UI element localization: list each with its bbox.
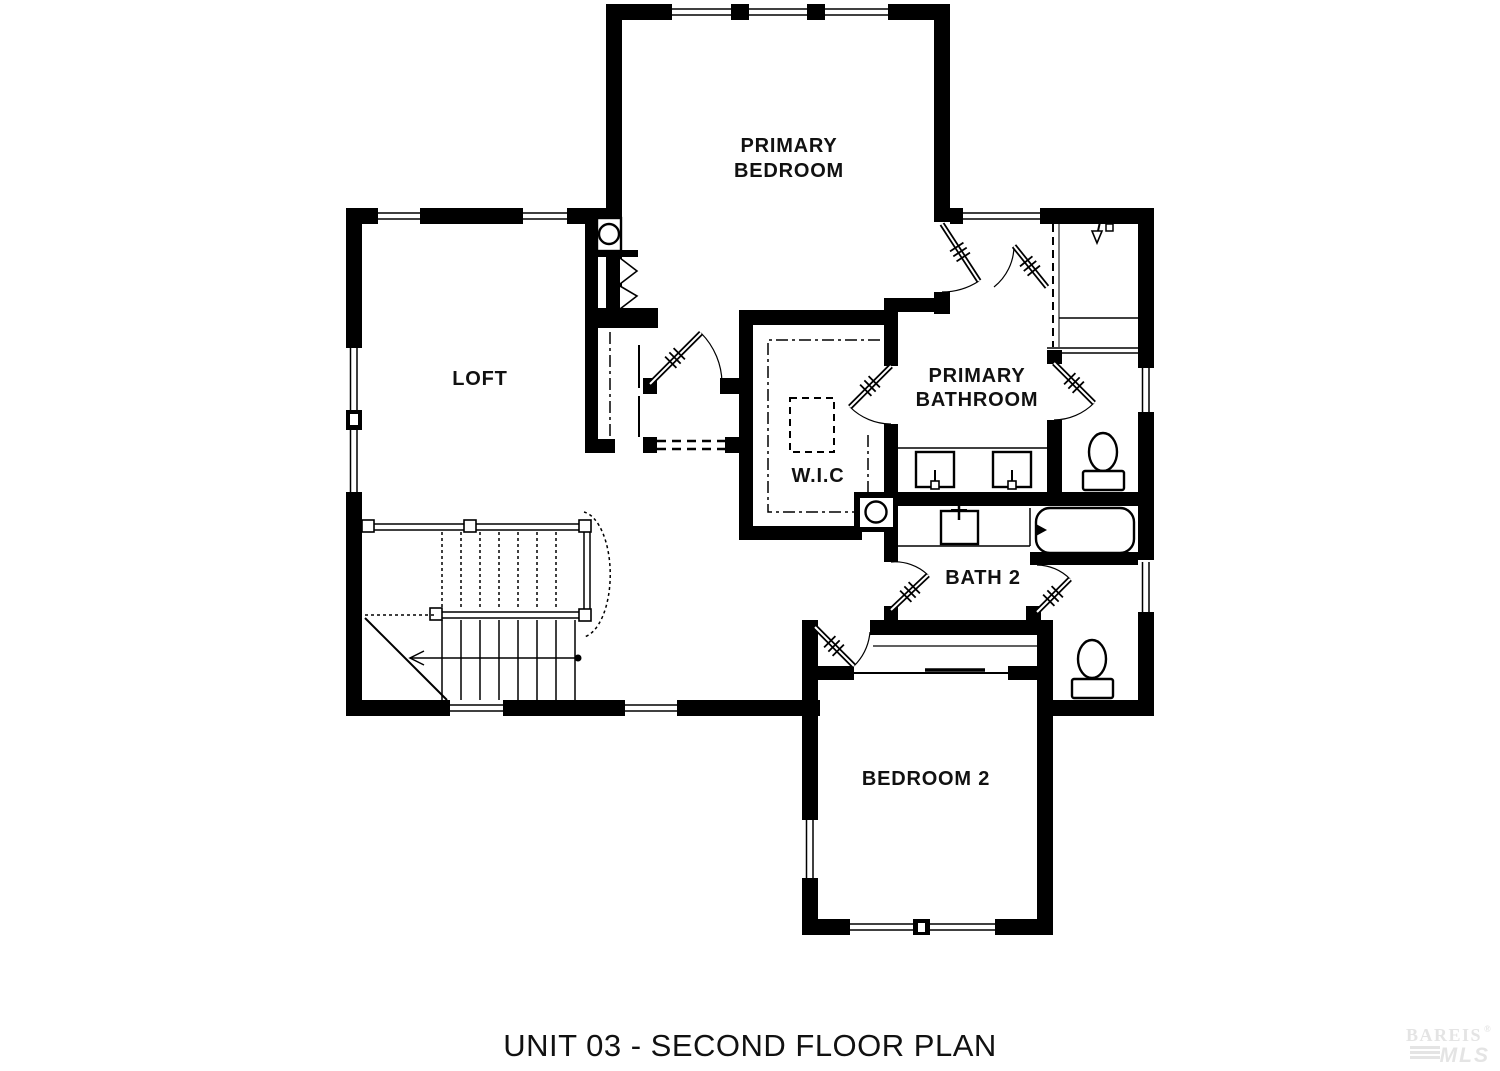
room-labels: PRIMARY BEDROOM LOFT PRIMARY BATHROOM W.…	[452, 135, 1039, 790]
closet-lines	[609, 332, 1037, 674]
stair-run-lower	[441, 620, 576, 700]
label-loft: LOFT	[452, 368, 507, 390]
toilet-icon	[1070, 638, 1115, 700]
label-primary-bedroom-2: BEDROOM	[734, 160, 844, 182]
windows	[349, 8, 1150, 932]
cased-opening	[657, 439, 725, 451]
sink-icon	[991, 450, 1033, 490]
plan-title: UNIT 03 - SECOND FLOOR PLAN	[503, 1028, 997, 1063]
watermark-sub: MLS	[1440, 1044, 1490, 1067]
washer-icon	[854, 492, 898, 532]
wic-island	[789, 397, 835, 453]
label-bedroom2: BEDROOM 2	[862, 768, 990, 790]
door-swing-primary-bedroom	[648, 331, 723, 386]
stair-curtail-line	[583, 511, 611, 638]
door-swing-shower	[993, 244, 1050, 289]
door-swing-bath2-wc	[1035, 564, 1072, 614]
bathtub-icon	[1034, 506, 1136, 555]
fixtures	[595, 216, 1138, 700]
double-vanity	[898, 447, 1047, 490]
window-mullion	[918, 923, 925, 932]
stair-direction-arrow	[408, 650, 582, 666]
window-mullion	[350, 414, 358, 425]
sink-icon	[914, 450, 956, 490]
wic-shelf-line	[767, 339, 880, 513]
watermark: BAREIS ® MLS	[1406, 1024, 1491, 1067]
watermark-registered: ®	[1484, 1024, 1491, 1034]
water-heater-icon	[595, 216, 623, 253]
stair-run-upper	[441, 532, 557, 610]
shower-icon	[1047, 221, 1138, 354]
toilet-icon	[1081, 431, 1126, 492]
door-swing-bedroom-to-hall	[939, 222, 982, 293]
door-swing-bath2	[889, 561, 930, 612]
sink-icon	[898, 506, 1031, 547]
label-wic: W.I.C	[792, 465, 845, 487]
label-bath2: BATH 2	[945, 567, 1021, 589]
door-swing-primary-wc	[1052, 361, 1096, 421]
door-swing-bedroom2	[813, 625, 871, 668]
stairs	[361, 511, 611, 701]
watermark-brand: BAREIS	[1406, 1025, 1482, 1045]
doors	[648, 222, 1096, 668]
label-primary-bathroom-2: BATHROOM	[916, 389, 1039, 411]
label-primary-bedroom-1: PRIMARY	[740, 135, 837, 157]
stair-railing	[368, 523, 591, 619]
door-swing-wic	[848, 364, 893, 425]
label-primary-bathroom-1: PRIMARY	[928, 365, 1025, 387]
bifold-door-icon	[619, 257, 639, 310]
